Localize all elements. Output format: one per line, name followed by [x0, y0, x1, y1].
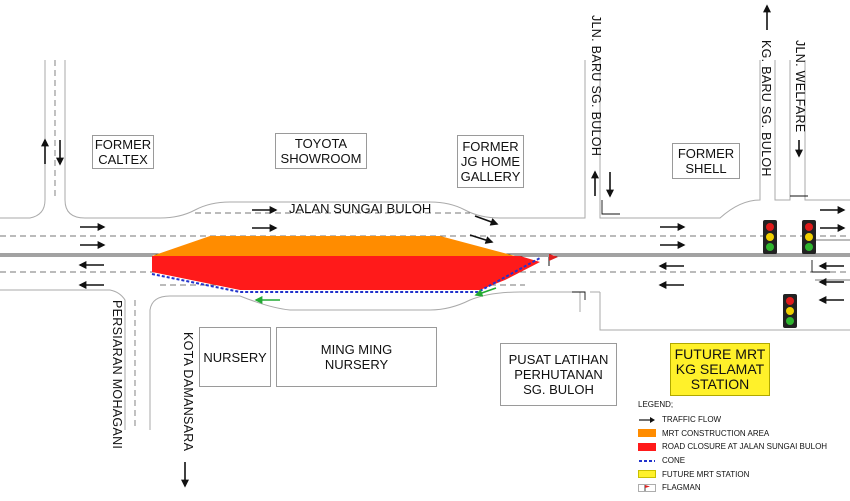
landmark-former-caltex: FORMER CALTEX	[92, 135, 154, 169]
legend-swatch	[638, 470, 656, 479]
legend-label: MRT CONSTRUCTION AREA	[662, 428, 770, 438]
landmark-ming-ming-nursery: MING MING NURSERY	[276, 327, 437, 387]
legend-title: LEGEND;	[638, 400, 674, 409]
landmark-toyota-showroom: TOYOTA SHOWROOM	[275, 133, 367, 169]
legend-label: ROAD CLOSURE AT JALAN SUNGAI BULOH	[662, 442, 828, 452]
traffic-flow-arrows	[41, 4, 846, 488]
diversion-arrows	[254, 287, 497, 304]
legend-flag-icon	[638, 483, 656, 492]
flagman-icon	[548, 254, 558, 266]
legend-arrow-icon	[638, 416, 656, 424]
legend-swatch	[638, 442, 656, 451]
legend: LEGEND; TRAFFIC FLOW MRT CONSTRUCTION AR…	[638, 400, 827, 495]
traffic-light-icon	[763, 220, 777, 254]
road-label-jln-welfare: JLN. WELFARE	[793, 40, 807, 133]
future-mrt-station: FUTURE MRT KG SELAMAT STATION	[670, 343, 770, 396]
road-label-kota-damansara: KOTA DAMANSARA	[181, 332, 195, 452]
road-edges	[0, 60, 850, 430]
legend-label: FUTURE MRT STATION	[662, 469, 750, 479]
road-label-jln-baru-sg-buloh: JLN. BARU SG. BULOH	[589, 15, 603, 157]
legend-item-traffic-flow: TRAFFIC FLOW	[638, 413, 827, 427]
landmark-former-shell: FORMER SHELL	[672, 143, 740, 179]
landmark-former-jg-home: FORMER JG HOME GALLERY	[457, 135, 524, 188]
legend-item-future-station: FUTURE MRT STATION	[638, 467, 827, 481]
road-label-kg-baru-sg-buloh: KG. BARU SG. BULOH	[759, 40, 773, 177]
legend-item-cone: CONE	[638, 454, 827, 468]
legend-item-road-closure: ROAD CLOSURE AT JALAN SUNGAI BULOH	[638, 440, 827, 454]
road-label-persiaran-mohagani: PERSIARAN MOHAGANI	[110, 300, 124, 450]
road-label-jalan-sungai-buloh: JALAN SUNGAI BULOH	[289, 201, 432, 216]
legend-label: TRAFFIC FLOW	[662, 415, 722, 425]
legend-swatch	[638, 429, 656, 438]
legend-item-flagman: FLAGMAN	[638, 481, 827, 495]
legend-item-mrt-construction: MRT CONSTRUCTION AREA	[638, 427, 827, 441]
legend-cone-icon	[638, 457, 656, 465]
road-closure-area	[152, 256, 540, 290]
landmark-nursery: NURSERY	[199, 327, 271, 387]
landmark-pusat-latihan: PUSAT LATIHAN PERHUTANAN SG. BULOH	[500, 343, 617, 406]
traffic-light-icon	[783, 294, 797, 328]
traffic-light-icon	[802, 220, 816, 254]
legend-label: CONE	[662, 456, 686, 466]
mrt-construction-area	[152, 236, 515, 256]
legend-label: FLAGMAN	[662, 483, 701, 493]
